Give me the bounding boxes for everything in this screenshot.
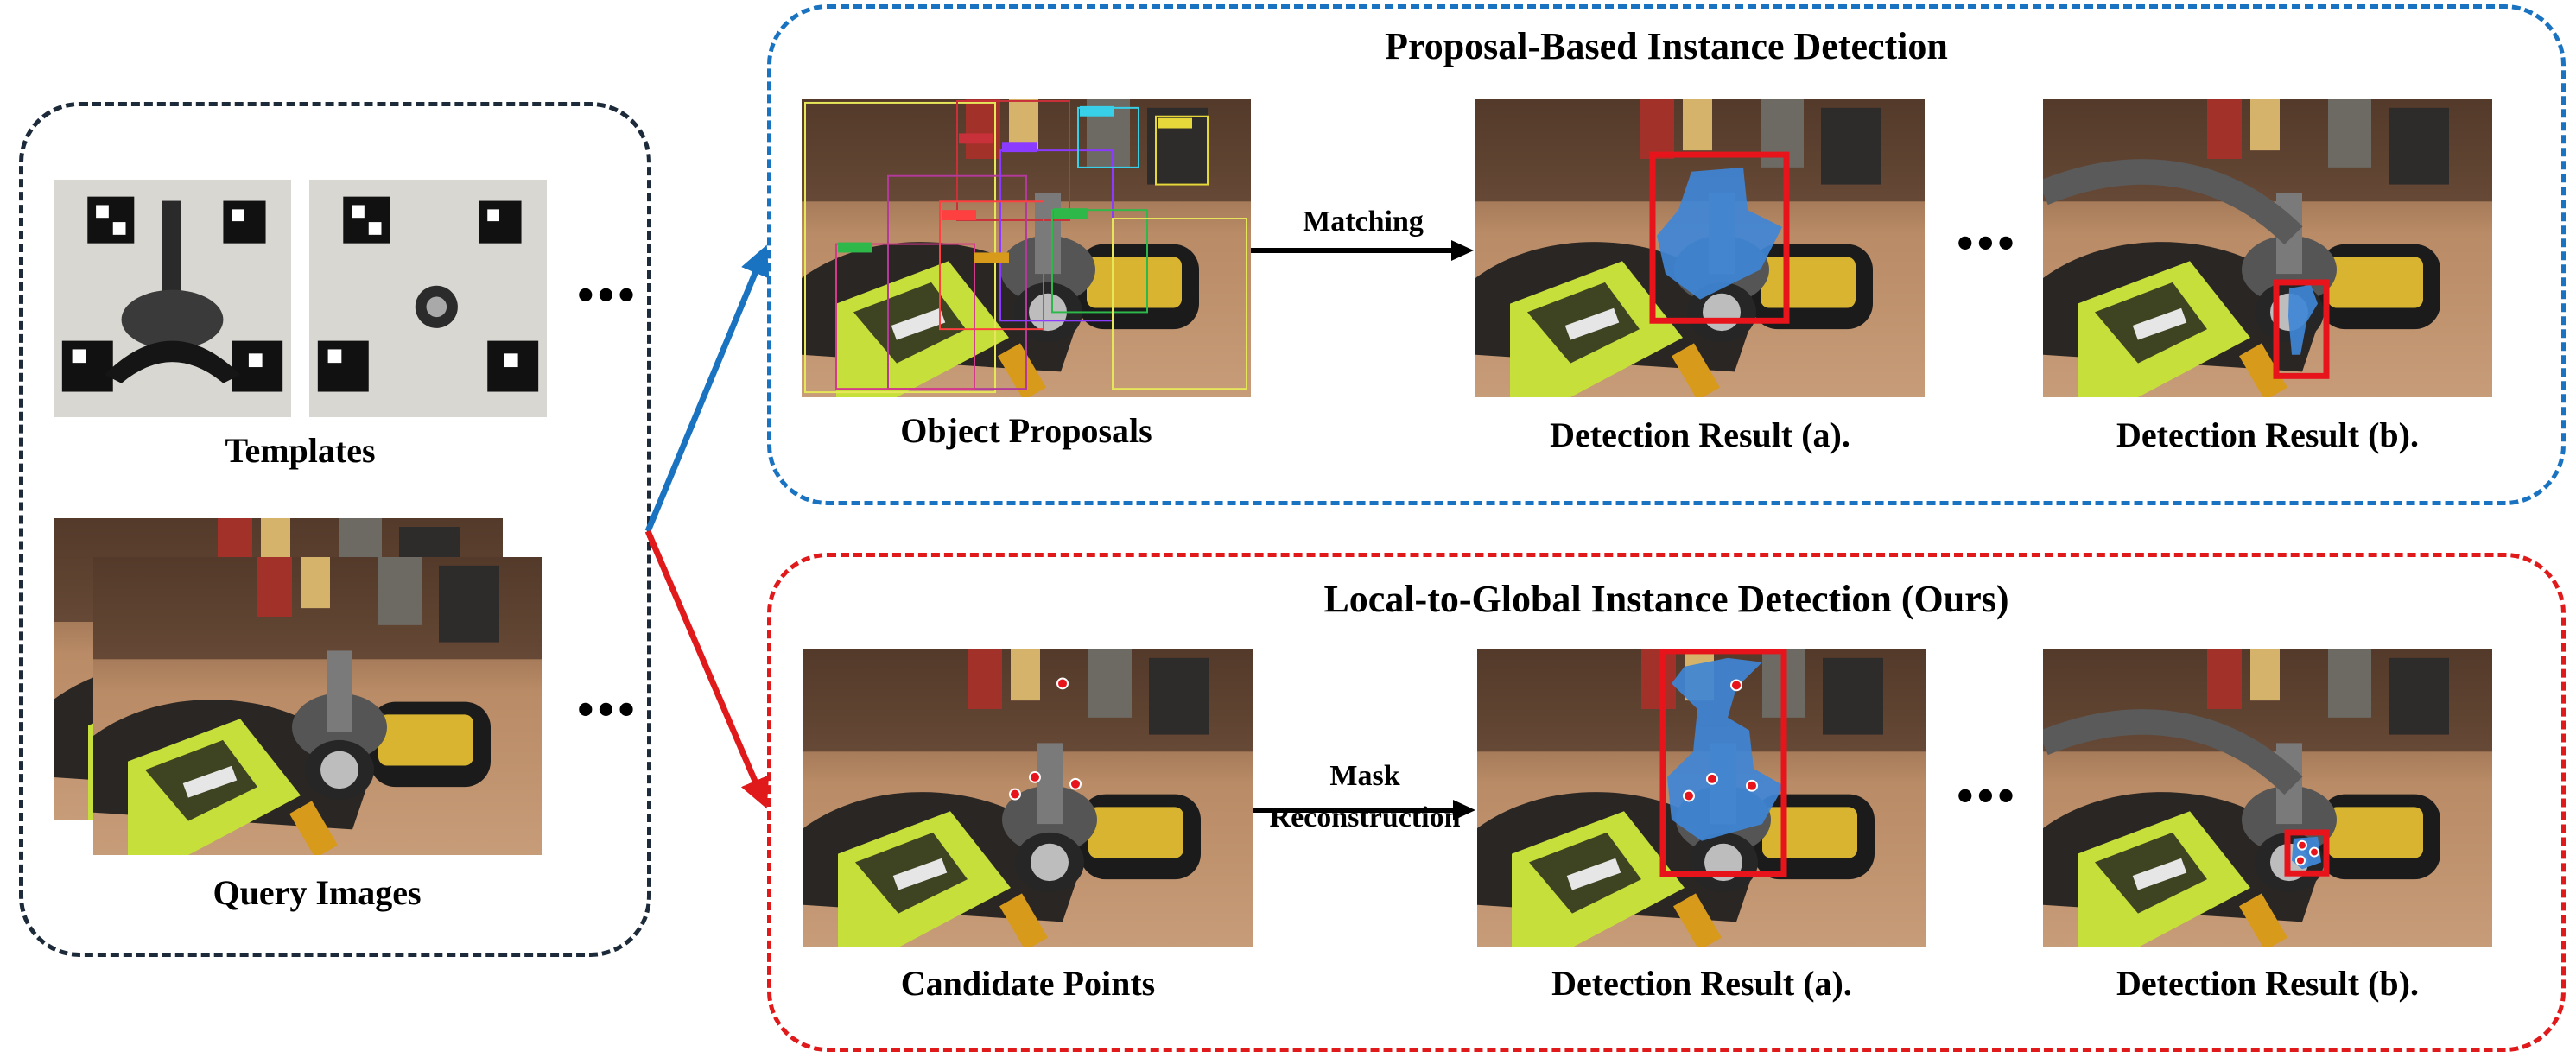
arrow-to-proposal	[644, 244, 770, 533]
query-image-front	[93, 557, 542, 855]
template-image-1	[54, 180, 291, 417]
local-global-result-a-label: Detection Result (a).	[1551, 964, 1852, 1003]
proposal-detection-result-a	[1475, 99, 1925, 397]
local-to-global-panel	[767, 553, 2566, 1052]
branch-arrows	[644, 244, 770, 809]
matching-label: Matching	[1303, 206, 1424, 238]
candidate-points-image	[803, 649, 1253, 947]
mask-label: Mask	[1329, 760, 1400, 792]
query-ellipsis: •••	[577, 683, 638, 737]
object-proposals-image	[802, 99, 1251, 397]
candidate-points-label: Candidate Points	[900, 964, 1156, 1003]
arrow-to-local-global	[644, 529, 770, 809]
proposal-panel-title: Proposal-Based Instance Detection	[1385, 25, 1948, 67]
proposal-result-b-label: Detection Result (b).	[2116, 415, 2419, 454]
matching-arrow	[1251, 240, 1474, 261]
proposal-results-ellipsis: •••	[1957, 217, 2018, 270]
proposal-based-panel	[767, 4, 2566, 505]
templates-label: Templates	[225, 431, 376, 470]
proposal-result-a-label: Detection Result (a).	[1550, 415, 1850, 454]
query-images-label: Query Images	[213, 873, 422, 912]
local-global-panel-title: Local-to-Global Instance Detection (Ours…	[1323, 578, 2009, 620]
proposal-detection-result-b	[2043, 99, 2492, 397]
templates-ellipsis: •••	[577, 269, 638, 322]
local-global-detection-result-b	[2043, 649, 2492, 947]
template-image-2	[309, 180, 547, 417]
local-global-result-b-label: Detection Result (b).	[2116, 964, 2419, 1003]
mask-reconstruction-arrow	[1253, 800, 1475, 820]
local-global-detection-result-a	[1477, 649, 1926, 947]
local-global-results-ellipsis: •••	[1957, 770, 2018, 823]
object-proposals-label: Object Proposals	[900, 411, 1152, 450]
reconstruction-label: Reconstruction	[1269, 801, 1461, 833]
